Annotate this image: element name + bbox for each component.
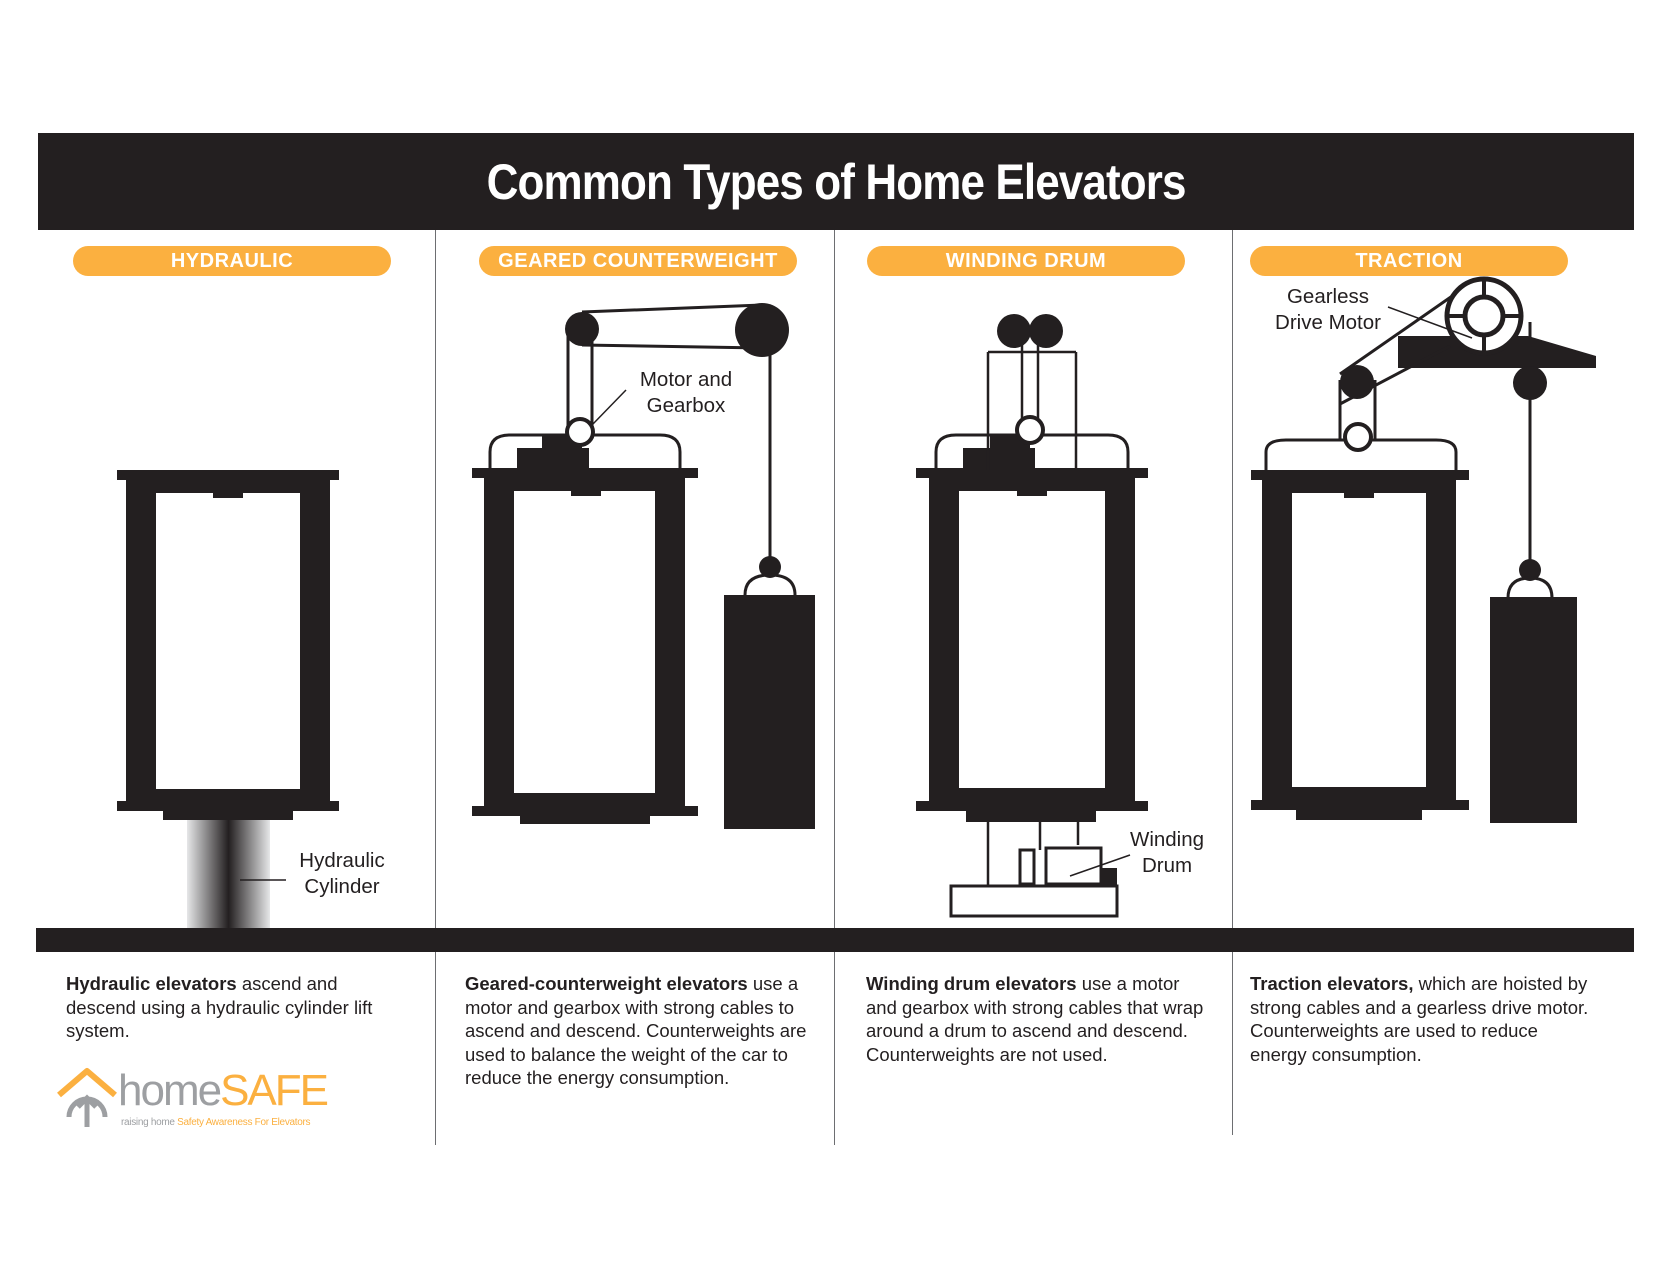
drum-top-sheave-left <box>997 314 1031 348</box>
hydraulic-cylinder <box>187 820 270 928</box>
description-hydraulic: Hydraulic elevators ascend and descend u… <box>66 973 373 1041</box>
logo-wordmark: homeSAFE <box>118 1066 329 1115</box>
page-title: Common Types of Home Elevators <box>486 153 1187 210</box>
traction-car-pulley <box>1343 422 1373 452</box>
motor-gearbox-pulley <box>565 417 595 447</box>
hydraulic-cylinder-label: Hydraulic Cylinder <box>299 849 385 898</box>
ground-bar <box>36 928 1634 952</box>
traction-counterweight <box>1490 559 1577 823</box>
geared-drive-sheave <box>735 303 789 357</box>
heading-winding-drum: WINDING DRUM <box>867 246 1185 276</box>
drum-top-sheave-right <box>1029 314 1063 348</box>
logo-tagline: raising home Safety Awareness For Elevat… <box>121 1117 311 1128</box>
geared-counterweight <box>724 556 815 829</box>
drum-car-pulley <box>1015 415 1045 445</box>
column-divider <box>1232 230 1233 1135</box>
winding-drum-machine <box>949 846 1131 918</box>
description-geared-counterweight: Geared-counterweight elevators use a mot… <box>465 973 807 1088</box>
description-winding-drum: Winding drum elevators use a motor and g… <box>866 973 1204 1065</box>
winding-drum-label: Winding Drum <box>1129 828 1205 877</box>
homesafe-logo: homeSAFE raising home Safety Awareness F… <box>55 1065 329 1135</box>
geared-top-sheave <box>565 312 599 346</box>
heading-geared-counterweight: GEARED COUNTERWEIGHT <box>479 246 797 276</box>
geared-elevator-car <box>472 433 698 824</box>
house-arrow-icon <box>57 1068 117 1127</box>
motor-gearbox-label: Motor and Gearbox <box>639 368 733 417</box>
description-traction: Traction elevators, which are hoisted by… <box>1250 973 1589 1065</box>
gearless-drive-motor-label: Gearless Drive Motor <box>1275 285 1381 334</box>
heading-traction: TRACTION <box>1250 246 1568 276</box>
traction-right-sheave <box>1513 366 1547 400</box>
title-bar: Common Types of Home Elevators <box>38 133 1634 230</box>
geared-cables <box>566 303 772 565</box>
hydraulic-elevator-car <box>117 470 339 820</box>
traction-left-sheave <box>1340 365 1374 399</box>
drum-elevator-car <box>916 433 1148 822</box>
gearless-drive-motor <box>1444 276 1524 356</box>
heading-hydraulic: HYDRAULIC <box>73 246 391 276</box>
column-divider <box>834 230 835 1145</box>
column-divider <box>435 230 436 1145</box>
drum-cables <box>986 345 1080 885</box>
traction-elevator-car <box>1251 438 1469 820</box>
